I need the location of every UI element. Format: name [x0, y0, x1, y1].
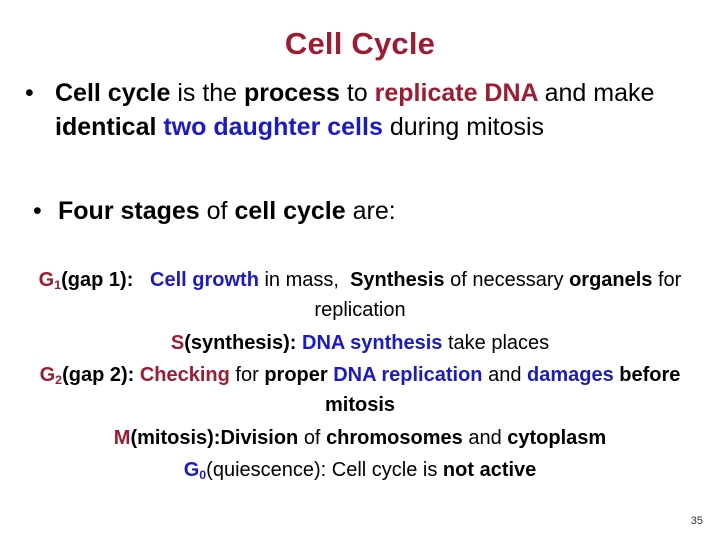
- bullet-list: • Cell cycle is the process to replicate…: [0, 76, 720, 228]
- stage-description-s: (synthesis): DNA synthesis take places: [184, 332, 550, 354]
- stage-list: G1(gap 1): Cell growth in mass, Synthesi…: [0, 266, 720, 490]
- page-number: 35: [690, 515, 703, 527]
- stage-label-g1: G1: [38, 269, 62, 293]
- page-title: Cell Cycle: [284, 26, 436, 61]
- stage-label-g2: G2: [39, 364, 63, 388]
- stage-description-g2: (gap 2): Checking for proper DNA replica…: [62, 364, 681, 416]
- stage-item-m: M(mitosis):Division of chromosomes and c…: [0, 424, 720, 452]
- stage-label-s: S: [170, 332, 185, 354]
- stage-description-m: (mitosis):Division of chromosomes and cy…: [130, 427, 607, 449]
- stage-item-g1: G1(gap 1): Cell growth in mass, Synthesi…: [0, 266, 720, 324]
- stage-description-g0: (quiescence): Cell cycle is not active: [206, 459, 537, 481]
- stage-item-s: S(synthesis): DNA synthesis take places: [0, 329, 720, 357]
- stage-item-g2: G2(gap 2): Checking for proper DNA repli…: [0, 361, 720, 419]
- list-item: • Four stages of cell cycle are:: [0, 194, 720, 228]
- stage-label-g0: G0: [183, 459, 207, 483]
- stage-item-g0: G0(quiescence): Cell cycle is not active: [0, 456, 720, 486]
- stage-label-m: M: [113, 427, 131, 449]
- bullet-text: Four stages of cell cycle are:: [58, 197, 396, 225]
- bullet-text: Cell cycle is the process to replicate D…: [55, 79, 655, 141]
- bullet-marker-icon: •: [25, 79, 34, 107]
- stage-description-g1: (gap 1): Cell growth in mass, Synthesis …: [61, 269, 682, 321]
- list-item: • Cell cycle is the process to replicate…: [0, 76, 720, 144]
- bullet-marker-icon: •: [33, 197, 42, 225]
